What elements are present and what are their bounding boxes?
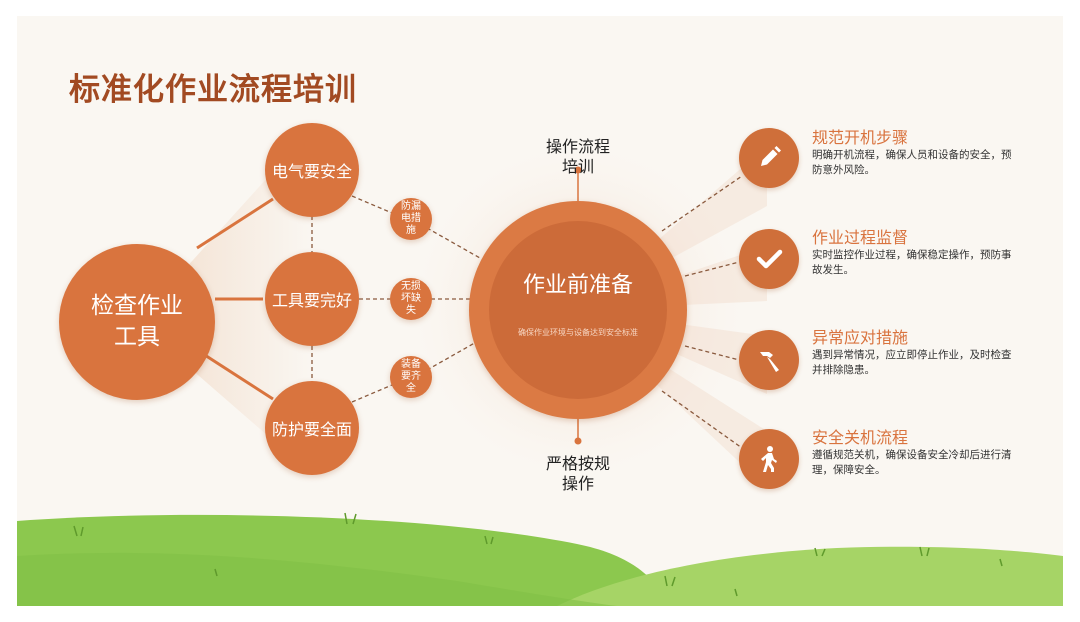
walking-person-icon — [739, 429, 799, 489]
bottom-dot — [575, 438, 582, 445]
slide: 标准化作业流程培训 检查作业 工具 电气要安全 工具要完好 防护要全面 防漏 电… — [17, 16, 1063, 606]
connector-equipment: 装备 要齐 全 — [390, 356, 432, 398]
node-electric-safety: 电气要安全 — [265, 123, 359, 217]
connector-equipment-label: 装备 要齐 全 — [401, 359, 421, 395]
center-title: 作业前准备 — [469, 267, 687, 299]
top-label: 操作流程 培训 — [528, 137, 628, 177]
node-protection: 防护要全面 — [265, 381, 359, 475]
connector-no-damage-label: 无损 坏缺 失 — [401, 281, 421, 317]
node-tools-intact: 工具要完好 — [265, 252, 359, 346]
step-3-desc: 遇到异常情况，应立即停止作业，及时检查并排除隐患。 — [812, 348, 1012, 378]
center-node-preparation: 作业前准备 确保作业环境与设备达到安全标准 — [469, 201, 687, 419]
checkmark-icon — [739, 229, 799, 289]
step-2-title: 作业过程监督 — [812, 224, 908, 248]
main-node-label: 检查作业 工具 — [91, 291, 183, 353]
node-protection-label: 防护要全面 — [272, 416, 352, 440]
step-1-desc: 明确开机流程，确保人员和设备的安全，预防意外风险。 — [812, 148, 1012, 178]
step-2-desc: 实时监控作业过程，确保稳定操作，预防事故发生。 — [812, 248, 1012, 278]
node-tools-intact-label: 工具要完好 — [272, 287, 352, 311]
connector-anti-leak: 防漏 电措 施 — [390, 198, 432, 240]
node-electric-safety-label: 电气要安全 — [272, 158, 352, 182]
connector-anti-leak-label: 防漏 电措 施 — [401, 201, 421, 237]
step-4-title: 安全关机流程 — [812, 424, 908, 448]
center-inner-ring — [489, 221, 667, 399]
step-4-desc: 遵循规范关机，确保设备安全冷却后进行清理，保障安全。 — [812, 448, 1012, 478]
bottom-label: 严格按规 操作 — [528, 454, 628, 494]
pencil-icon — [739, 128, 799, 188]
main-node-check-tools: 检查作业 工具 — [59, 244, 215, 400]
step-1-title: 规范开机步骤 — [812, 124, 908, 148]
hammer-icon — [739, 330, 799, 390]
step-3-title: 异常应对措施 — [812, 324, 908, 348]
connector-no-damage: 无损 坏缺 失 — [390, 278, 432, 320]
page-title: 标准化作业流程培训 — [69, 64, 357, 109]
center-subtitle: 确保作业环境与设备达到安全标准 — [503, 327, 653, 339]
